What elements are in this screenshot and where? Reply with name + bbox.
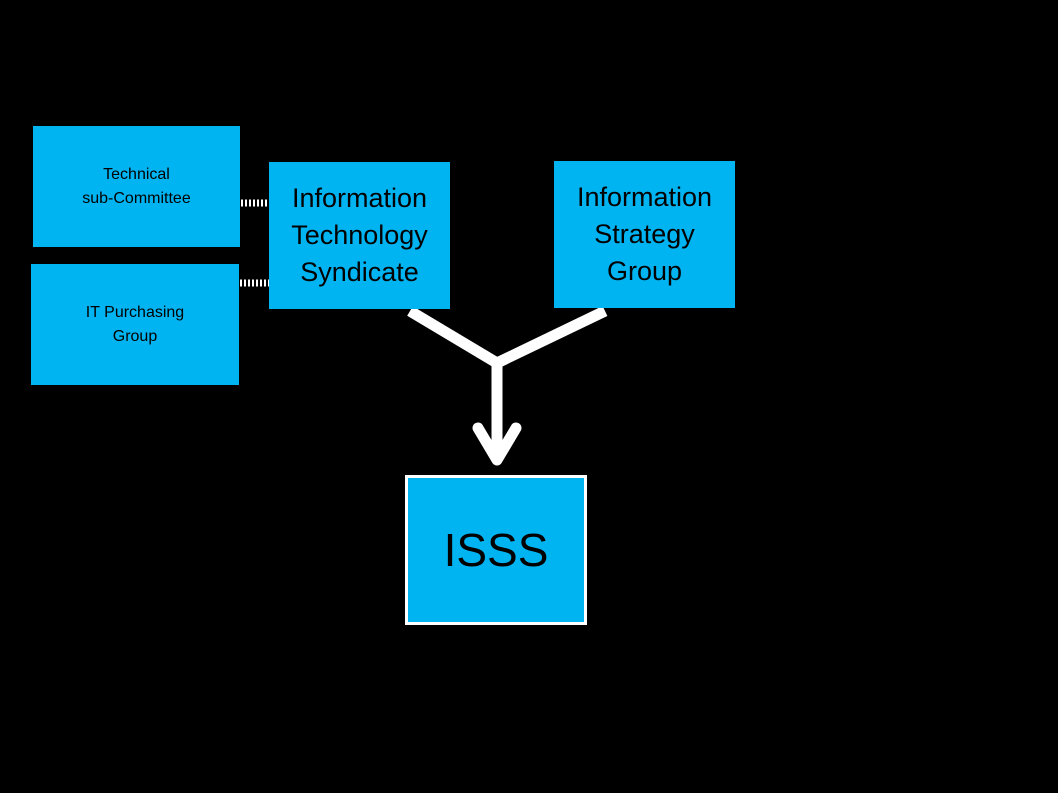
isss-box: ISSS	[405, 475, 587, 625]
information-strategy-group-label: Information Strategy Group	[576, 182, 713, 286]
technical-subcommittee-box: Technical sub-Committee	[33, 126, 240, 247]
arrow-head	[472, 422, 522, 466]
it-purchasing-group-box: IT Purchasing Group	[31, 264, 239, 385]
information-strategy-group-box: Information Strategy Group	[554, 161, 735, 308]
it-purchasing-group-label: IT Purchasing Group	[85, 303, 185, 345]
isss-label: ISSS	[443, 524, 549, 576]
merge-line-right	[494, 306, 608, 368]
it-syndicate-label: Information Technology Syndicate	[291, 183, 428, 287]
technical-subcommittee-label: Technical sub-Committee	[82, 165, 191, 207]
it-syndicate-box: Information Technology Syndicate	[269, 162, 450, 309]
merge-line-left	[407, 306, 500, 368]
